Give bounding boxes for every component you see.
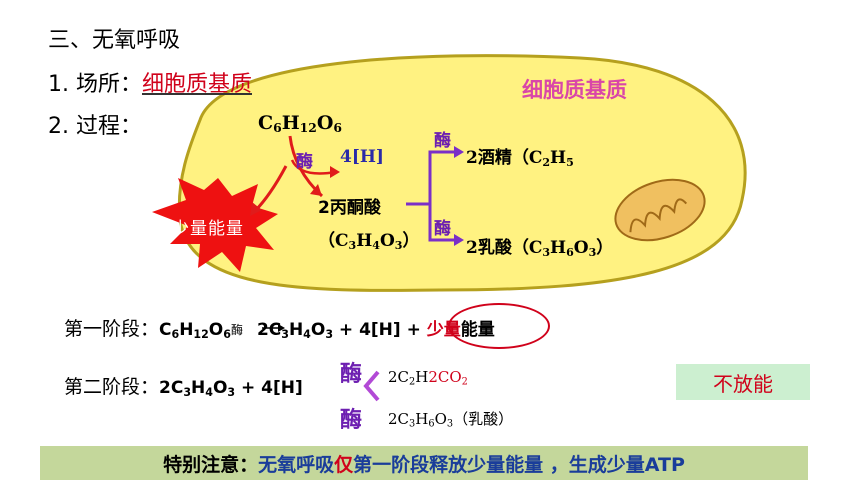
stage1-enzyme: 酶 [230, 323, 243, 337]
location-item: 1. 场所：细胞质基质 [48, 66, 252, 98]
process-label: 2. 过程： [48, 114, 142, 139]
arrow-branch-purple [406, 150, 460, 242]
note-bar: 特别注意：无氧呼吸仅第一阶段释放少量能量 ，生成少量ATP [40, 446, 808, 480]
cell-outline [177, 54, 747, 292]
location-value: 细胞质基质 [141, 72, 252, 97]
energy-highlight-circle [448, 303, 550, 349]
stage2-enzyme-lactate: 酶 [340, 408, 363, 433]
enzyme-label-alcohol: 酶 [434, 131, 451, 151]
cell-label: 细胞质基质 [522, 78, 627, 102]
no-energy-box: 不放能 [676, 364, 810, 400]
hydrogen-label: 4[H] [340, 147, 384, 167]
stage2-branch [363, 370, 380, 402]
pyruvate-formula: （C3H4O3） [318, 231, 420, 252]
location-label: 1. 场所： [48, 72, 142, 97]
stage2-lactate-product: 2C3H6O3（乳酸） [388, 410, 514, 430]
stage2-alcohol-product: 2C2H2CO2 [388, 368, 468, 388]
alcohol-product: 2酒精（C2H5 [466, 148, 574, 169]
enzyme-label-lactate: 酶 [434, 219, 451, 239]
stage2-enzyme-alcohol: 酶 [340, 362, 363, 387]
mitochondrion-icon [614, 178, 706, 242]
glucose-formula: C6H12O6 [258, 112, 343, 136]
lactate-product: 2乳酸（C3H6O3） [466, 238, 614, 259]
enzyme-label: 酶 [296, 152, 313, 172]
energy-burst-icon [152, 178, 278, 272]
note-label: 特别注意： [163, 453, 259, 476]
section-title: 三、无氧呼吸 [48, 28, 181, 53]
stage2-equation: 第二阶段：2C3H4O3 + 4[H] [64, 376, 303, 399]
energy-label: 少量能量 [172, 219, 244, 239]
pyruvate-label: 2丙酮酸 [318, 198, 381, 218]
